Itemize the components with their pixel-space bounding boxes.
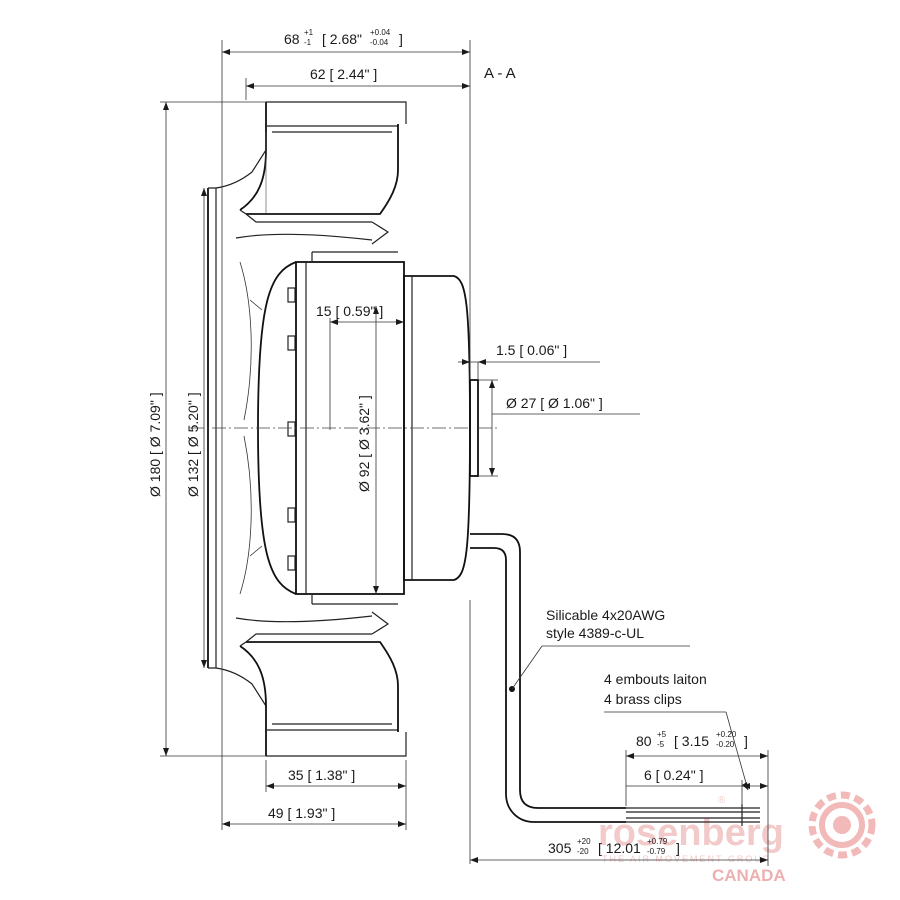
dim-68-tol-plus: +1 <box>304 28 314 37</box>
dim-dia-27: Ø 27 [ Ø 1.06" ] <box>506 395 603 411</box>
dim-80-tol-plus: +5 <box>657 730 667 739</box>
dim-strip-80: 80 +5 -5 [ 3.15 +0.20 -0.20 ] <box>636 730 748 749</box>
cable-note: Silicable 4x20AWG style 4389-c-UL <box>546 607 665 641</box>
dim-dia-92: Ø 92 [ Ø 3.62" ] <box>356 395 372 492</box>
dim-35: 35 [ 1.38" ] <box>288 767 355 783</box>
dim-305-imp-tol-minus: -0.79 <box>647 847 666 856</box>
dim-15: 15 [ 0.59" ] <box>316 303 383 319</box>
dim-dia-132: Ø 132 [ Ø 5.20" ] <box>185 392 201 497</box>
dim-49: 49 [ 1.93" ] <box>268 805 335 821</box>
dim-305-tol-minus: -20 <box>577 847 589 856</box>
dim-305-tol-plus: +20 <box>577 837 591 846</box>
clips-note-line1: 4 embouts laiton <box>604 671 707 687</box>
dim-68-imp-tol-minus: -0.04 <box>370 38 389 47</box>
dim-68-value: 68 <box>284 31 300 47</box>
dim-80-close: ] <box>744 733 748 749</box>
dim-80-value: 80 <box>636 733 652 749</box>
rosenberg-watermark: rosenberg THE AIR MOVEMENT GROUP CANADA … <box>598 791 876 885</box>
dim-80-imp-tol-plus: +0.20 <box>716 730 737 739</box>
dim-68-imperial: [ 2.68" <box>322 31 362 47</box>
dim-cable-305: 305 +20 -20 [ 12.01 +0.79 -0.79 ] <box>548 837 680 856</box>
fan-section-view <box>207 101 760 826</box>
clips-note-line2: 4 brass clips <box>604 691 682 707</box>
watermark-brand: rosenberg <box>598 812 784 854</box>
dim-overall-width: 68 +1 -1 [ 2.68" +0.04 -0.04 ] <box>284 28 403 47</box>
watermark-registered: ® <box>718 795 726 806</box>
dim-305-imperial: [ 12.01 <box>598 840 641 856</box>
dimension-lines <box>160 40 769 866</box>
dim-68-imp-tol-plus: +0.04 <box>370 28 391 37</box>
cable-note-line2: style 4389-c-UL <box>546 625 644 641</box>
dim-dia-180: Ø 180 [ Ø 7.09" ] <box>147 392 163 497</box>
dim-305-value: 305 <box>548 840 572 856</box>
section-label: A - A <box>484 65 516 82</box>
clips-note: 4 embouts laiton 4 brass clips <box>604 671 707 707</box>
dim-1-5: 1.5 [ 0.06" ] <box>496 342 567 358</box>
dim-80-imperial: [ 3.15 <box>674 733 709 749</box>
cable-note-line1: Silicable 4x20AWG <box>546 607 665 623</box>
dim-68-close: ] <box>399 31 403 47</box>
dim-305-imp-tol-plus: +0.79 <box>647 837 668 846</box>
watermark-region: CANADA <box>712 866 786 885</box>
watermark-tagline: THE AIR MOVEMENT GROUP <box>602 854 771 864</box>
dim-6: 6 [ 0.24" ] <box>644 767 703 783</box>
dim-62: 62 [ 2.44" ] <box>310 66 377 82</box>
gear-logo-icon <box>808 791 876 859</box>
arrowheads <box>163 49 768 863</box>
dimension-labels: 68 +1 -1 [ 2.68" +0.04 -0.04 ] 62 [ 2.44… <box>147 28 748 856</box>
dim-68-tol-minus: -1 <box>304 38 312 47</box>
dim-305-close: ] <box>676 840 680 856</box>
dim-80-tol-minus: -5 <box>657 740 665 749</box>
dim-80-imp-tol-minus: -0.20 <box>716 740 735 749</box>
